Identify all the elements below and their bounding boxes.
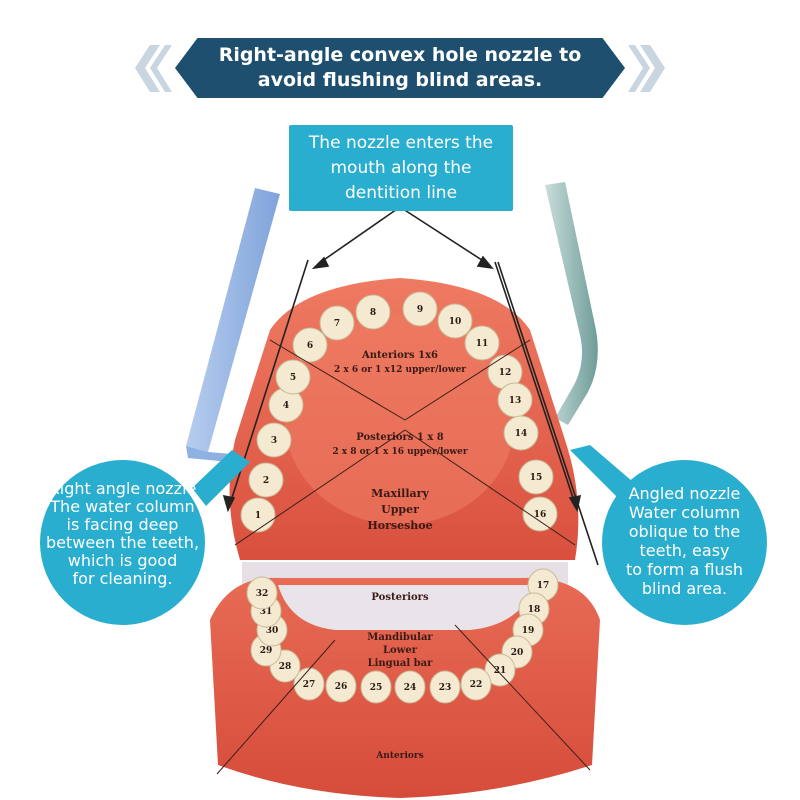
upper-tooth-label-4: 4: [283, 401, 289, 411]
lower-tooth-label-17: 17: [537, 581, 550, 591]
dentition-callout-line3: dentition line: [344, 183, 458, 203]
upper-tooth-8: [355, 294, 391, 330]
upper-tooth-label-3: 3: [271, 436, 277, 446]
angled-line1: Water column: [628, 503, 741, 522]
angled-nozzle-callout: Angled nozzle Water column oblique to th…: [602, 460, 767, 625]
upper-tooth-label-12: 12: [499, 368, 512, 378]
lower-tooth-label-20: 20: [511, 648, 524, 658]
upper-tooth-3: [256, 422, 292, 458]
upper-tooth-7: [319, 305, 355, 341]
lower-tooth-label-28: 28: [279, 662, 292, 672]
lower-teeth: 17 18 19 20 21 22 23 24 25 26 27 28 29 30 31 32: [246, 568, 559, 704]
lower-tooth-27: [293, 667, 325, 701]
upper-tooth-6: [292, 327, 328, 363]
upper-tooth-label-8: 8: [370, 308, 376, 318]
lower-tooth-label-21: 21: [494, 666, 507, 676]
upper-tooth-label-11: 11: [476, 339, 489, 349]
banner-chevrons-right: [628, 45, 665, 92]
horseshoe-line1: Maxillary: [371, 487, 429, 500]
upper-tooth-15: [518, 459, 554, 495]
upper-tooth-label-14: 14: [515, 429, 528, 439]
lower-tooth-label-24: 24: [404, 683, 417, 693]
upper-tooth-label-16: 16: [534, 510, 547, 520]
upper-tooth-9: [402, 291, 438, 327]
lower-tooth-label-25: 25: [370, 683, 383, 693]
lower-tooth-label-26: 26: [335, 682, 348, 692]
upper-tooth-label-6: 6: [307, 341, 313, 351]
dentition-callout-line1: The nozzle enters the: [308, 133, 494, 153]
lower-posteriors-label: Posteriors: [371, 592, 429, 603]
lower-tooth-label-32: 32: [256, 589, 269, 599]
lower-tooth-32: [246, 576, 278, 610]
upper-tooth-10: [437, 303, 473, 339]
title-banner: Right-angle convex hole nozzle to avoid …: [175, 38, 625, 98]
upper-tooth-14: [503, 415, 539, 451]
lower-tooth-label-19: 19: [522, 626, 535, 636]
upper-tooth-label-9: 9: [417, 305, 423, 315]
right-angle-nozzle-callout: Right angle nozzle The water column is f…: [40, 460, 205, 625]
lower-tooth-label-31: 31: [260, 607, 273, 617]
lingual-bar-line2: Lower: [383, 645, 418, 656]
lower-tooth-label-30: 30: [266, 626, 279, 636]
lingual-bar-line3: Lingual bar: [368, 658, 434, 669]
horseshoe-line2: Upper: [381, 503, 419, 516]
upper-tooth-5: [275, 359, 311, 395]
angled-line4: to form a flush: [625, 560, 744, 579]
title-line2: avoid flushing blind areas.: [257, 69, 543, 91]
lower-tooth-label-29: 29: [260, 646, 273, 656]
right-angle-heading: Right angle nozzle: [48, 479, 197, 498]
right-angle-line2: is facing deep: [66, 515, 179, 534]
right-angle-line4: which is good: [67, 551, 178, 570]
lower-tooth-label-22: 22: [470, 680, 483, 690]
upper-tooth-11: [464, 325, 500, 361]
right-angle-line5: for cleaning.: [72, 569, 173, 588]
dentition-arrows: [222, 206, 599, 566]
upper-tooth-label-13: 13: [509, 396, 522, 406]
upper-tooth-label-2: 2: [263, 476, 269, 486]
lower-tooth-label-23: 23: [439, 683, 452, 693]
lower-tooth-23: [429, 670, 461, 704]
upper-tooth-2: [248, 462, 284, 498]
lower-tooth-21: [484, 653, 516, 687]
right-angle-line3: between the teeth,: [45, 533, 200, 552]
left-callout-pointer: [192, 450, 250, 506]
upper-tooth-label-5: 5: [290, 373, 296, 383]
lower-tooth-24: [394, 670, 426, 704]
posteriors-subtitle: 2 x 8 or 1 x 16 upper/lower: [332, 447, 468, 457]
angled-nozzle: [545, 182, 598, 425]
upper-tooth-label-10: 10: [449, 317, 462, 327]
anteriors-subtitle: 2 x 6 or 1 x12 upper/lower: [334, 365, 466, 375]
angled-line3: teeth, easy: [639, 541, 730, 560]
dentition-callout: The nozzle enters the mouth along the de…: [289, 125, 513, 211]
posteriors-title: Posteriors 1 x 8: [356, 432, 444, 443]
banner-chevrons-left: [135, 45, 172, 92]
lingual-bar-line1: Mandibular: [367, 632, 433, 643]
lower-tooth-25: [360, 670, 392, 704]
horseshoe-line3: Horseshoe: [367, 519, 432, 532]
upper-tooth-label-1: 1: [255, 511, 261, 521]
lower-anteriors-label: Anteriors: [375, 751, 423, 761]
upper-guide-lines: [216, 339, 591, 775]
upper-tooth-label-7: 7: [334, 319, 340, 329]
upper-tooth-label-15: 15: [530, 473, 543, 483]
lower-tooth-label-18: 18: [528, 605, 541, 615]
lower-tooth-22: [460, 667, 492, 701]
upper-tooth-16: [522, 496, 558, 532]
title-line1: Right-angle convex hole nozzle to: [218, 44, 582, 66]
right-angle-line1: The water column: [50, 497, 195, 516]
dentition-callout-line2: mouth along the: [330, 158, 472, 178]
angled-line2: oblique to the: [628, 522, 741, 541]
angled-heading: Angled nozzle: [628, 484, 741, 503]
lower-tooth-label-27: 27: [303, 680, 316, 690]
anteriors-title: Anteriors 1x6: [361, 350, 438, 361]
angled-line5: blind area.: [641, 579, 728, 598]
lower-tooth-26: [325, 669, 357, 703]
right-angle-nozzle: [186, 188, 280, 462]
